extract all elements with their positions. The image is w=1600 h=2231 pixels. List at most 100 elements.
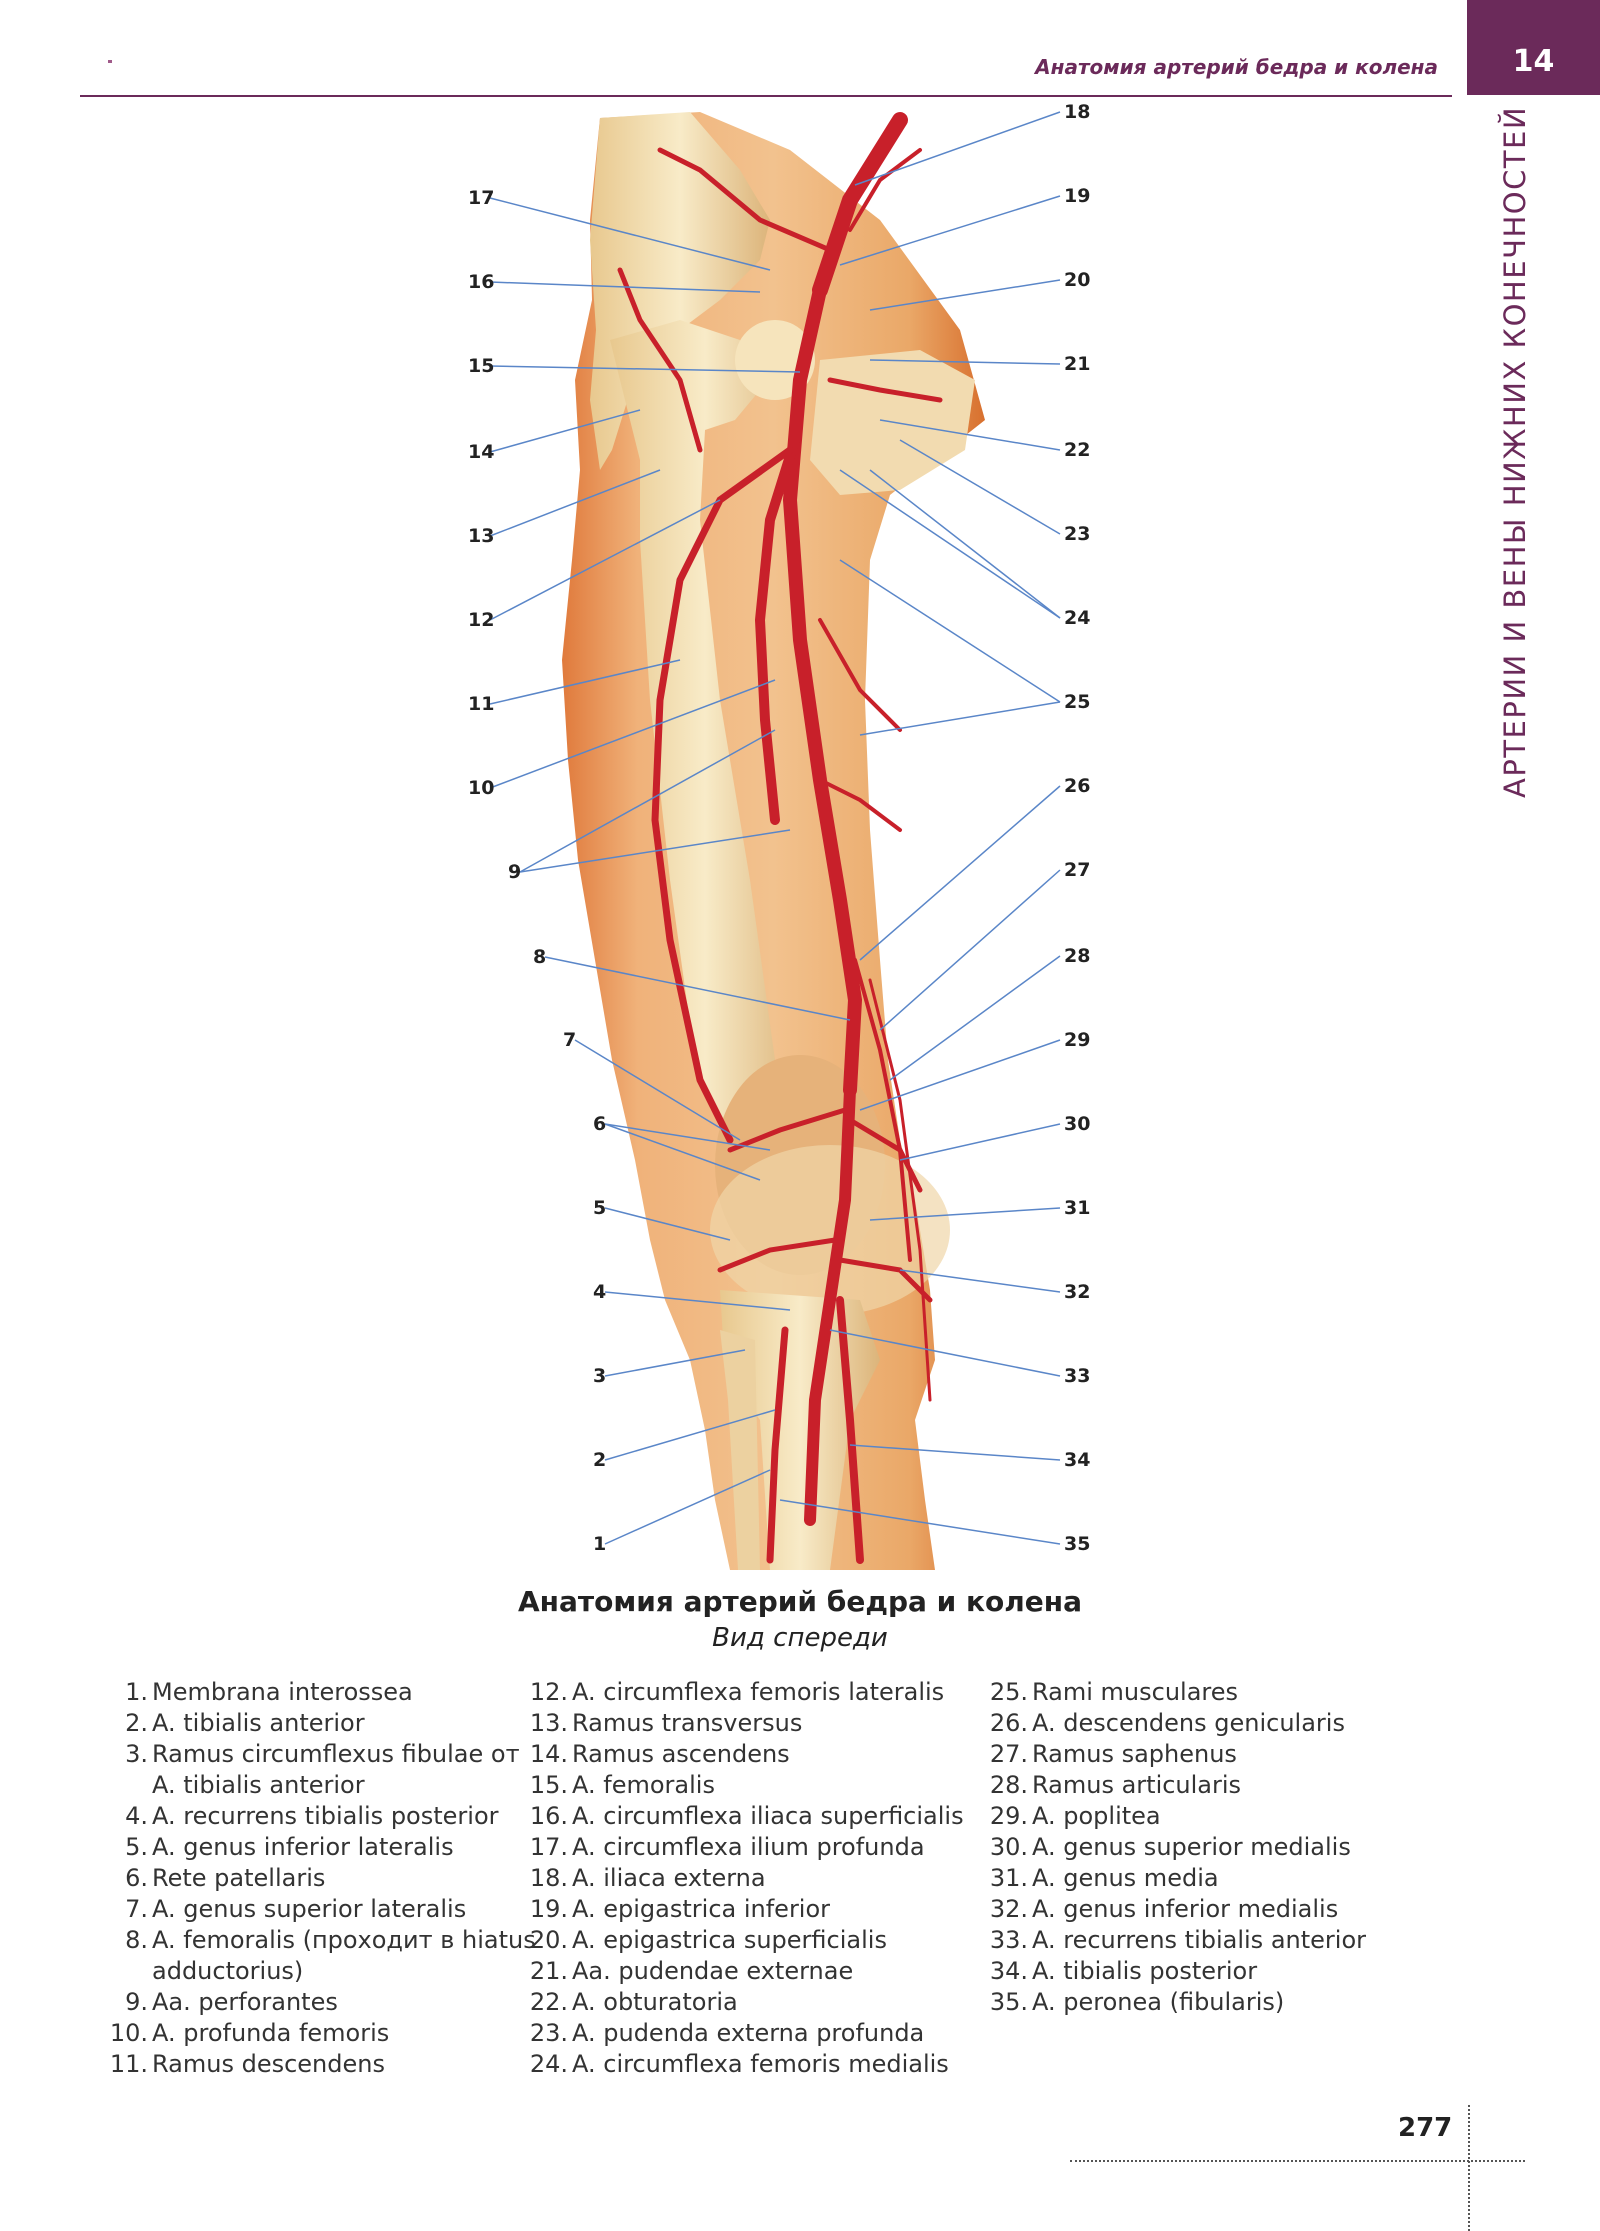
knee-joint	[710, 1145, 950, 1315]
legend-text: A. pudenda externa profunda	[572, 2019, 925, 2047]
legend-number: 29.	[989, 1802, 1028, 1830]
circumflex-iliac-branch	[657, 147, 833, 253]
legend-text: A. femoralis	[572, 1771, 715, 1799]
leader-13	[489, 469, 661, 537]
legend-text: A. genus inferior lateralis	[152, 1833, 454, 1861]
muscular-branch-2	[818, 778, 902, 832]
label-34: 34	[1064, 1449, 1091, 1471]
legend-number: 7.	[125, 1895, 148, 1923]
legend-text: A. iliaca externa	[572, 1864, 766, 1892]
legend-item: 18.A. iliaca externa	[524, 1863, 994, 1894]
legend-number: 35.	[989, 1988, 1028, 2016]
legend-item: 21.Aa. pudendae externae	[524, 1956, 994, 1987]
leader-15	[489, 365, 801, 373]
legend-text: A. circumflexa ilium profunda	[572, 1833, 925, 1861]
posterior-tibial-artery	[836, 1296, 864, 1564]
label-22: 22	[1064, 439, 1091, 461]
legend-number: 23.	[529, 2019, 568, 2047]
leader-10	[489, 679, 776, 789]
legend-text: Ramus saphenus	[1032, 1740, 1237, 1768]
legend-item: 11.Ramus descendens	[104, 2049, 544, 2080]
anatomy-illustration	[489, 111, 1061, 1570]
legend-item: 20.A. epigastrica superficialis	[524, 1925, 994, 1956]
legend-number: 22.	[529, 1988, 568, 2016]
leader-22	[879, 419, 1061, 451]
legend-text: A. peronea (fibularis)	[1032, 1988, 1285, 2016]
legend-text: Ramus transversus	[572, 1709, 803, 1737]
legend-text: A. descendens genicularis	[1032, 1709, 1345, 1737]
legend-column-2: 12.A. circumflexa femoris lateralis 13.R…	[524, 1677, 994, 2080]
figure-caption-subtitle: Вид спереди	[712, 1623, 888, 1653]
legend-item: 13.Ramus transversus	[524, 1708, 994, 1739]
leader-25b	[859, 701, 1061, 736]
legend-number: 2.	[125, 1709, 148, 1737]
legend-number: 4.	[125, 1802, 148, 1830]
legend-number: 5.	[125, 1833, 148, 1861]
artery-network	[617, 112, 943, 1564]
label-9: 9	[508, 861, 522, 883]
leader-25a	[839, 559, 1061, 703]
leader-6b	[604, 1123, 771, 1151]
leader-24a	[839, 469, 1061, 619]
legend-number: 28.	[989, 1771, 1028, 1799]
legend-text: Ramus circumflexus fibulae от A. tibiali…	[152, 1740, 520, 1799]
label-28: 28	[1064, 945, 1091, 967]
legend-item: 9.Aa. perforantes	[104, 1987, 544, 2018]
figure-caption-title: Анатомия артерий бедра и колена	[518, 1585, 1082, 1618]
running-header-title: Анатомия артерий бедра и колена	[1035, 55, 1438, 79]
legend-text: A. genus media	[1032, 1864, 1219, 1892]
legend-number: 3.	[125, 1740, 148, 1768]
legend-text: A. circumflexa femoris lateralis	[572, 1678, 945, 1706]
leader-6a	[604, 1123, 761, 1181]
legend-item: 5.A. genus inferior lateralis	[104, 1832, 544, 1863]
label-8: 8	[533, 946, 547, 968]
leader-lines	[489, 111, 1061, 1545]
legend-text: Rete patellaris	[152, 1864, 326, 1892]
legend-number: 19.	[529, 1895, 568, 1923]
anterior-tibial-artery	[766, 1326, 789, 1564]
legend-text: A. tibialis posterior	[1032, 1957, 1258, 1985]
legend-text: A. profunda femoris	[152, 2019, 390, 2047]
leader-24b	[869, 469, 1061, 619]
label-24: 24	[1064, 607, 1091, 629]
legend-number: 27.	[989, 1740, 1028, 1768]
legend-text: Ramus descendens	[152, 2050, 385, 2078]
leader-1	[604, 1469, 771, 1545]
legend-number: 34.	[989, 1957, 1028, 1985]
legend-number: 33.	[989, 1926, 1028, 1954]
legend-column-1: 1.Membrana interossea 2.A. tibialis ante…	[104, 1677, 544, 2080]
legend-item: 32.A. genus inferior medialis	[984, 1894, 1444, 1925]
legend-item: 19.A. epigastrica inferior	[524, 1894, 994, 1925]
legend-text: A. obturatoria	[572, 1988, 738, 2016]
legend-text: A. circumflexa iliaca superficialis	[572, 1802, 964, 1830]
label-16: 16	[468, 271, 495, 293]
legend-number: 24.	[529, 2050, 568, 2078]
label-3: 3	[593, 1365, 607, 1387]
legend-item: 33.A. recurrens tibialis anterior	[984, 1925, 1444, 1956]
legend-text: A. epigastrica superficialis	[572, 1926, 887, 1954]
legend-text: Rami musculares	[1032, 1678, 1239, 1706]
label-21: 21	[1064, 353, 1091, 375]
profunda-femoris-artery	[754, 435, 800, 825]
label-32: 32	[1064, 1281, 1091, 1303]
leader-16	[489, 281, 761, 293]
leader-12	[489, 499, 721, 621]
legend-item: 23.A. pudenda externa profunda	[524, 2018, 994, 2049]
ascending-branch	[617, 267, 703, 453]
label-30: 30	[1064, 1113, 1091, 1135]
leader-30	[899, 1123, 1061, 1161]
legend-number: 16.	[529, 1802, 568, 1830]
leader-9a	[519, 729, 776, 873]
superior-lateral-genicular	[727, 1107, 848, 1153]
legend-number: 17.	[529, 1833, 568, 1861]
leader-34	[849, 1444, 1061, 1461]
legend-number: 11.	[109, 2050, 148, 2078]
legend-number: 20.	[529, 1926, 568, 1954]
legend-number: 8.	[125, 1926, 148, 1954]
label-18: 18	[1064, 101, 1091, 123]
legend-number: 12.	[529, 1678, 568, 1706]
legend-text: A. circumflexa femoris medialis	[572, 2050, 949, 2078]
label-35: 35	[1064, 1533, 1091, 1555]
label-10: 10	[468, 777, 495, 799]
leader-29	[859, 1039, 1061, 1111]
